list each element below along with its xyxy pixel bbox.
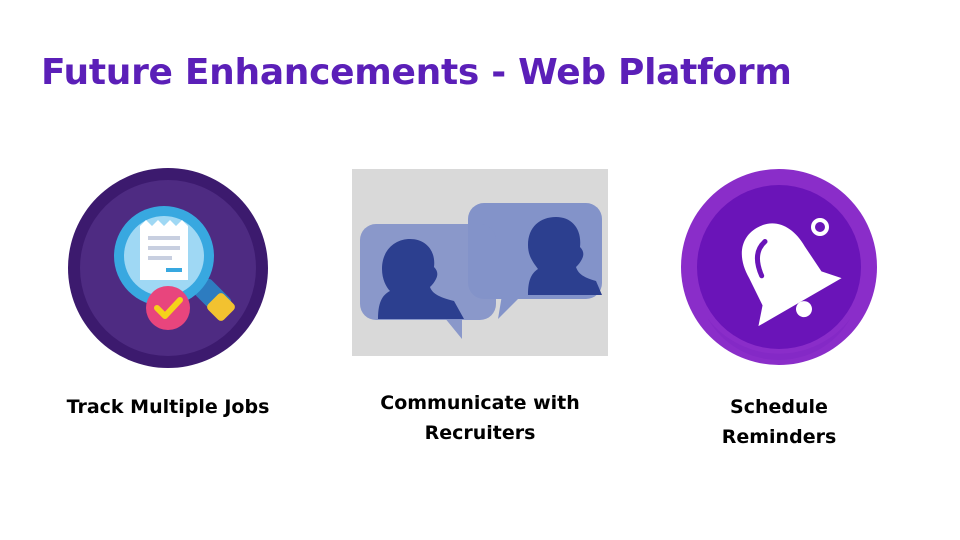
- feature-label-reminders: Schedule Reminders: [666, 392, 892, 452]
- reminders-image: [678, 169, 880, 365]
- feature-label-line: Track Multiple Jobs: [66, 396, 270, 418]
- communicate-image: [352, 169, 608, 356]
- feature-label-communicate: Communicate with Recruiters: [340, 388, 620, 448]
- chat-bubbles-people-icon: [352, 169, 608, 356]
- feature-label-line: Reminders: [721, 426, 837, 448]
- feature-label-line: Communicate with: [380, 392, 580, 414]
- magnifier-document-check-icon: [68, 168, 268, 368]
- slide-title: Future Enhancements - Web Platform: [41, 52, 792, 93]
- feature-label-line: Recruiters: [424, 422, 536, 444]
- feature-label-line: Schedule: [730, 396, 828, 418]
- bell-icon: [681, 169, 877, 365]
- feature-label-track-jobs: Track Multiple Jobs: [40, 392, 296, 422]
- track-jobs-image: [66, 168, 270, 368]
